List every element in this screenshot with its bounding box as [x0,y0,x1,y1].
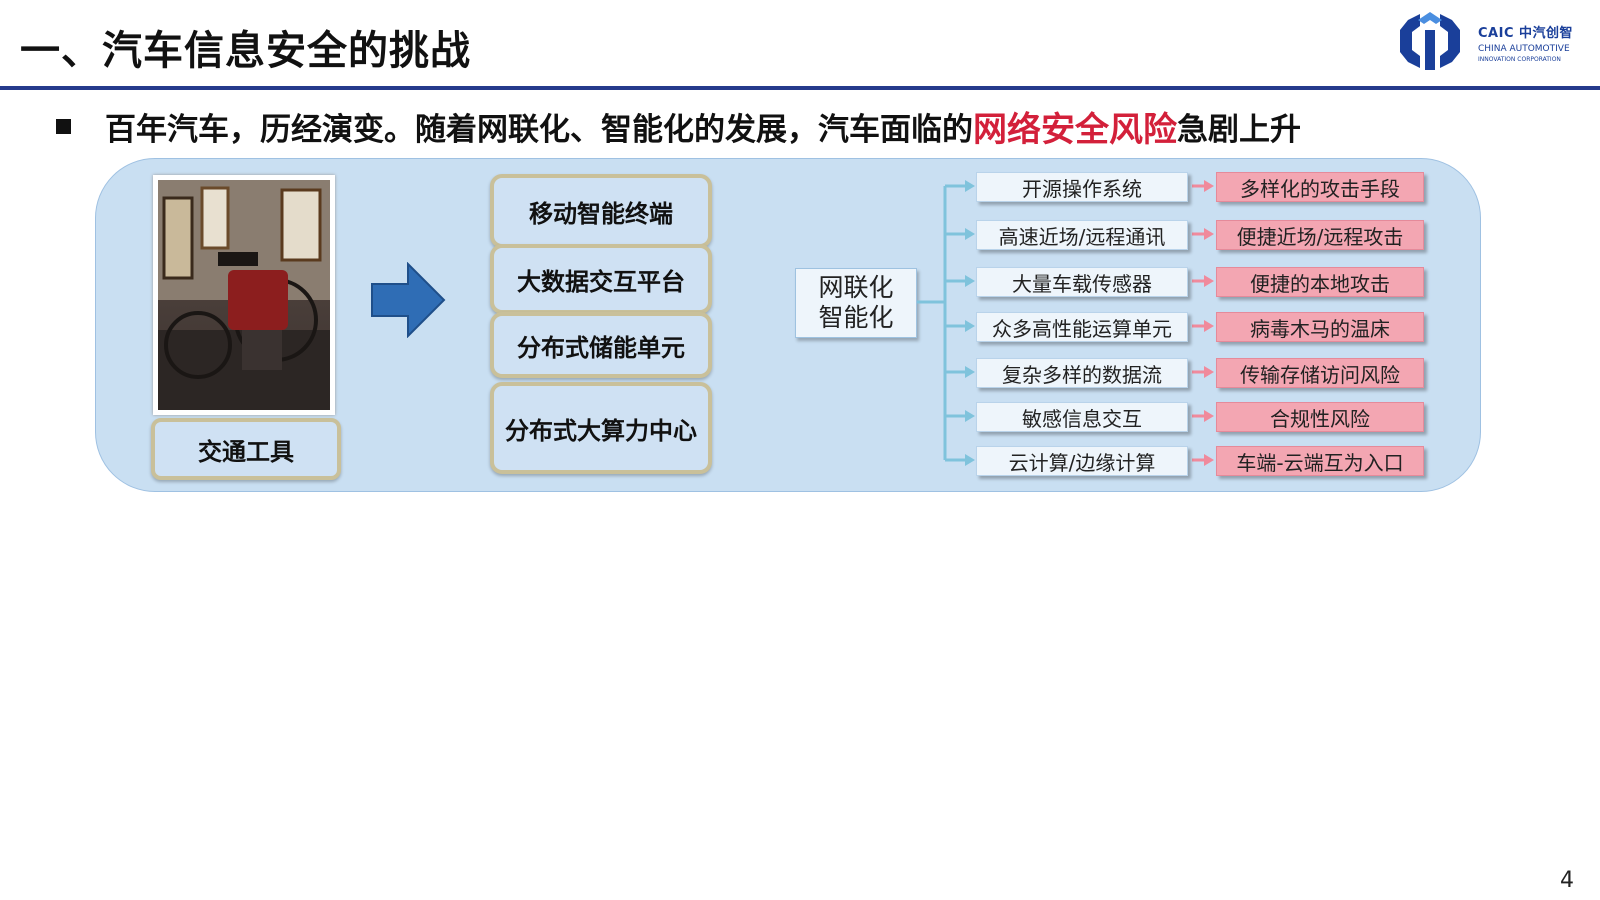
company-logo: CAIC 中汽创智 CHINA AUTOMOTIVE INNOVATION CO… [1390,6,1590,76]
feature-computing-units: 众多高性能运算单元 [976,312,1188,342]
logo-line-2: CHINA AUTOMOTIVE [1478,44,1570,54]
feature-sensitive-info: 敏感信息交互 [976,402,1188,432]
logo-line-1: CAIC 中汽创智 [1478,26,1574,41]
hub-line-1: 网联化 [818,273,894,302]
risk-local-attack: 便捷的本地攻击 [1216,267,1424,297]
tech-box-computing-center: 分布式大算力中心 [490,382,712,474]
feature-data-streams: 复杂多样的数据流 [976,358,1188,388]
feature-open-source-os: 开源操作系统 [976,172,1188,202]
arrow-right-icon [371,262,446,338]
square-bullet-icon [56,118,71,134]
bullet-point: 百年汽车，历经演变。随着网联化、智能化的发展，汽车面临的 网络安全风险 急剧上升 [56,106,1301,150]
vehicle-caption: 交通工具 [151,418,341,480]
bullet-highlight: 网络安全风险 [973,109,1177,150]
tech-box-energy-storage: 分布式储能单元 [490,312,712,378]
risk-data-access: 传输存储访问风险 [1216,358,1424,388]
feature-cloud-edge: 云计算/边缘计算 [976,446,1188,476]
logo-line-3: INNOVATION CORPORATION [1478,56,1561,63]
risk-vehicle-cloud-entry: 车端-云端互为入口 [1216,446,1424,476]
bullet-text-after: 急剧上升 [1177,111,1301,148]
tech-box-mobile-terminal: 移动智能终端 [490,174,712,248]
risk-compliance: 合规性风险 [1216,402,1424,432]
risk-attack-methods: 多样化的攻击手段 [1216,172,1424,202]
page-title: 一、汽车信息安全的挑战 [20,28,471,74]
bullet-text-before: 百年汽车，历经演变。随着网联化、智能化的发展，汽车面临的 [105,111,973,148]
risk-malware: 病毒木马的温床 [1216,312,1424,342]
header-divider [0,86,1600,90]
hub-box: 网联化 智能化 [795,268,917,338]
hub-line-2: 智能化 [818,303,894,332]
feature-communication: 高速近场/远程通讯 [976,220,1188,250]
tech-box-big-data-platform: 大数据交互平台 [490,244,712,314]
page-number: 4 [1560,868,1574,893]
vehicle-photo [153,175,335,415]
risk-remote-attack: 便捷近场/远程攻击 [1216,220,1424,250]
feature-sensors: 大量车载传感器 [976,267,1188,297]
antique-car-image [158,180,330,410]
caic-logo-icon [1400,12,1460,70]
